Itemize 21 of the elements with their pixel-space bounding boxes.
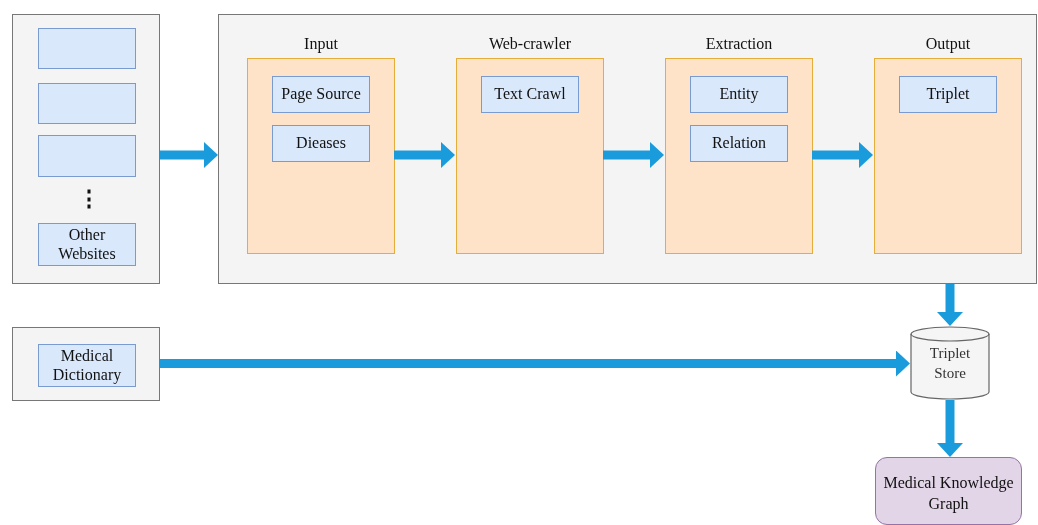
result-box: Medical Knowledge Graph (875, 457, 1022, 525)
panel-background (12, 14, 160, 284)
process-box: Triplet (899, 76, 997, 113)
panel-background (12, 327, 160, 401)
process-box: Relation (690, 125, 788, 162)
stage-heading: Extraction (704, 34, 774, 54)
stage-heading: Input (303, 34, 339, 54)
source-box (38, 135, 136, 177)
stage-heading: Output (924, 34, 972, 54)
source-box (38, 28, 136, 69)
process-box: Entity (690, 76, 788, 113)
process-box: Medical Dictionary (38, 344, 136, 387)
source-box (38, 83, 136, 124)
ellipsis-mark: ⋮ (78, 185, 100, 213)
process-box: Page Source (272, 76, 370, 113)
node-label: Triplet Store (928, 344, 972, 383)
stage-heading: Web-crawler (487, 34, 573, 54)
panel-background (218, 14, 1037, 284)
process-box: Text Crawl (481, 76, 579, 113)
process-box: Dieases (272, 125, 370, 162)
process-box: Other Websites (38, 223, 136, 266)
